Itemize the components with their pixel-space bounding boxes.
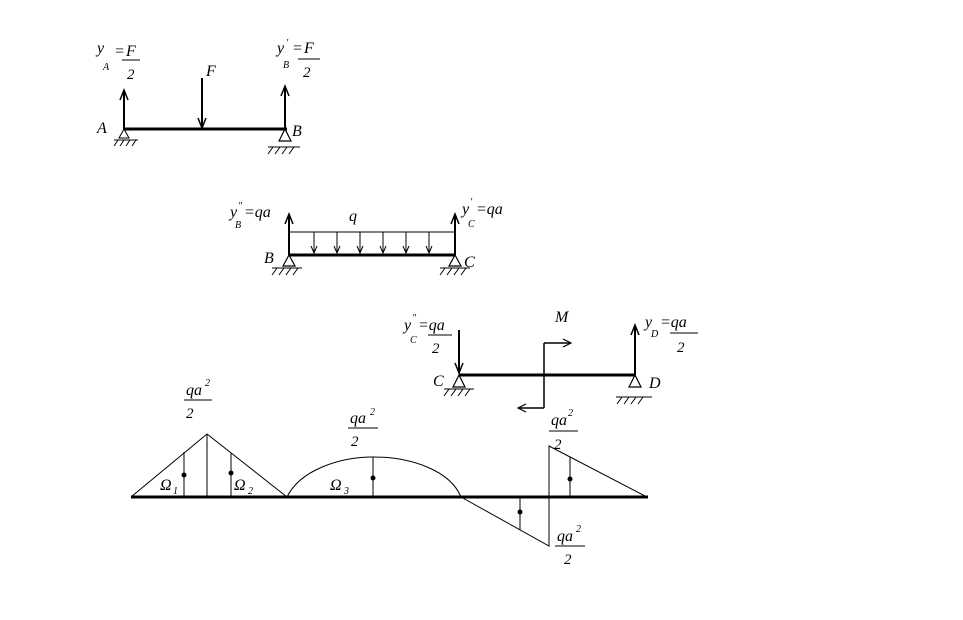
centroid-4-icon bbox=[517, 509, 523, 515]
centroid-2-icon bbox=[228, 470, 234, 476]
svg-text:2: 2 bbox=[554, 437, 562, 453]
reaction-c2-subscript: C bbox=[410, 335, 417, 346]
reaction-c1-prime: ′ bbox=[470, 197, 473, 208]
reaction-a-equals: = bbox=[114, 43, 125, 60]
reaction-a-numerator: F bbox=[125, 43, 136, 60]
reaction-b-subscript: B bbox=[283, 60, 289, 71]
reaction-b2-prime: ″ bbox=[238, 201, 243, 212]
reaction-d-arrow-icon bbox=[630, 322, 640, 375]
reaction-d-denominator: 2 bbox=[677, 340, 685, 356]
reaction-c2-arrow-icon bbox=[454, 330, 464, 376]
force-f-label: F bbox=[205, 63, 216, 80]
centroid-3-icon bbox=[370, 475, 376, 481]
reaction-b2-arrow-icon bbox=[284, 211, 294, 255]
reaction-a-arrow-icon bbox=[119, 87, 129, 129]
support-d-icon bbox=[616, 373, 652, 405]
reaction-c2-prime: ″ bbox=[412, 313, 417, 324]
moment-label-2: qa 2 2 bbox=[348, 407, 378, 450]
distributed-load-arrows-icon bbox=[310, 232, 433, 255]
reaction-c2-symbol: y bbox=[402, 317, 412, 334]
area-1-subscript: 1 bbox=[173, 486, 178, 497]
reaction-c1-symbol: y bbox=[460, 201, 470, 218]
moment-label-3: qa 2 2 bbox=[549, 408, 578, 453]
moment-couple-icon bbox=[516, 338, 573, 413]
reaction-d-value: =qa bbox=[660, 314, 687, 331]
node-a-label: A bbox=[96, 120, 107, 137]
moment-m-label: M bbox=[554, 309, 570, 326]
area-3-subscript: 3 bbox=[343, 486, 349, 497]
reaction-a-symbol: y bbox=[95, 40, 105, 57]
reaction-a-denominator: 2 bbox=[127, 67, 135, 83]
node-b2-label: B bbox=[264, 250, 274, 267]
moment-triangle-1 bbox=[130, 433, 288, 498]
svg-text:2: 2 bbox=[568, 408, 573, 419]
moment-label-1: qa 2 2 bbox=[184, 378, 212, 422]
reaction-c1-arrow-icon bbox=[450, 211, 460, 255]
beam-bc-group: y ″ B =qa q y ′ C =qa B C bbox=[228, 197, 503, 276]
svg-text:qa: qa bbox=[551, 412, 567, 429]
reaction-b2-subscript: B bbox=[235, 220, 241, 231]
reaction-c1-value: =qa bbox=[476, 201, 503, 218]
load-q-label: q bbox=[349, 208, 357, 225]
reaction-b2-symbol: y bbox=[228, 204, 238, 221]
node-b-label: B bbox=[292, 123, 302, 140]
support-b-icon bbox=[267, 127, 300, 155]
moment-label-4: qa 2 2 bbox=[555, 524, 585, 568]
svg-text:qa: qa bbox=[186, 382, 202, 399]
node-c2-label: C bbox=[433, 373, 444, 390]
beam-ab-group: y A = F 2 F y ′ B = F 2 A B bbox=[95, 38, 320, 155]
area-2-symbol: Ω bbox=[234, 477, 246, 494]
area-3-symbol: Ω bbox=[330, 477, 342, 494]
support-c1-icon bbox=[439, 253, 470, 276]
node-d-label: D bbox=[648, 375, 661, 392]
area-2-subscript: 2 bbox=[248, 486, 253, 497]
svg-text:qa: qa bbox=[350, 410, 366, 427]
reaction-d-subscript: D bbox=[650, 329, 659, 340]
support-a-icon bbox=[113, 127, 138, 147]
reaction-b-arrow-icon bbox=[280, 83, 290, 129]
reaction-b-denominator: 2 bbox=[303, 65, 311, 81]
centroid-5-icon bbox=[567, 476, 573, 482]
area-1-symbol: Ω bbox=[160, 477, 172, 494]
svg-text:2: 2 bbox=[576, 524, 581, 535]
reaction-b-prime: ′ bbox=[286, 38, 289, 49]
beam-cd-group: y ″ C =qa 2 M y D =qa 2 C D bbox=[402, 309, 698, 413]
svg-text:2: 2 bbox=[205, 378, 210, 389]
reaction-b2-value: =qa bbox=[244, 204, 271, 221]
node-c1-label: C bbox=[464, 254, 475, 271]
force-f-arrow-icon bbox=[197, 78, 207, 131]
moment-triangle-negative bbox=[460, 445, 648, 547]
reaction-b-symbol: y bbox=[275, 40, 285, 57]
svg-text:2: 2 bbox=[186, 406, 194, 422]
reaction-b-equals: = bbox=[292, 40, 303, 57]
reaction-b-numerator: F bbox=[303, 40, 314, 57]
reaction-c2-value: =qa bbox=[418, 317, 445, 334]
svg-text:2: 2 bbox=[351, 434, 359, 450]
reaction-c2-denominator: 2 bbox=[432, 341, 440, 357]
moment-diagram-group: Ω 1 Ω 2 Ω 3 qa 2 2 qa 2 2 qa 2 2 qa 2 2 bbox=[130, 378, 648, 568]
reaction-a-subscript: A bbox=[102, 62, 110, 73]
svg-text:2: 2 bbox=[370, 407, 375, 418]
support-c2-icon bbox=[443, 373, 474, 397]
support-b2-icon bbox=[271, 253, 302, 276]
centroid-1-icon bbox=[181, 472, 187, 478]
svg-text:qa: qa bbox=[557, 528, 573, 545]
reaction-d-symbol: y bbox=[643, 314, 653, 331]
svg-text:2: 2 bbox=[564, 552, 572, 568]
reaction-c1-subscript: C bbox=[468, 219, 475, 230]
